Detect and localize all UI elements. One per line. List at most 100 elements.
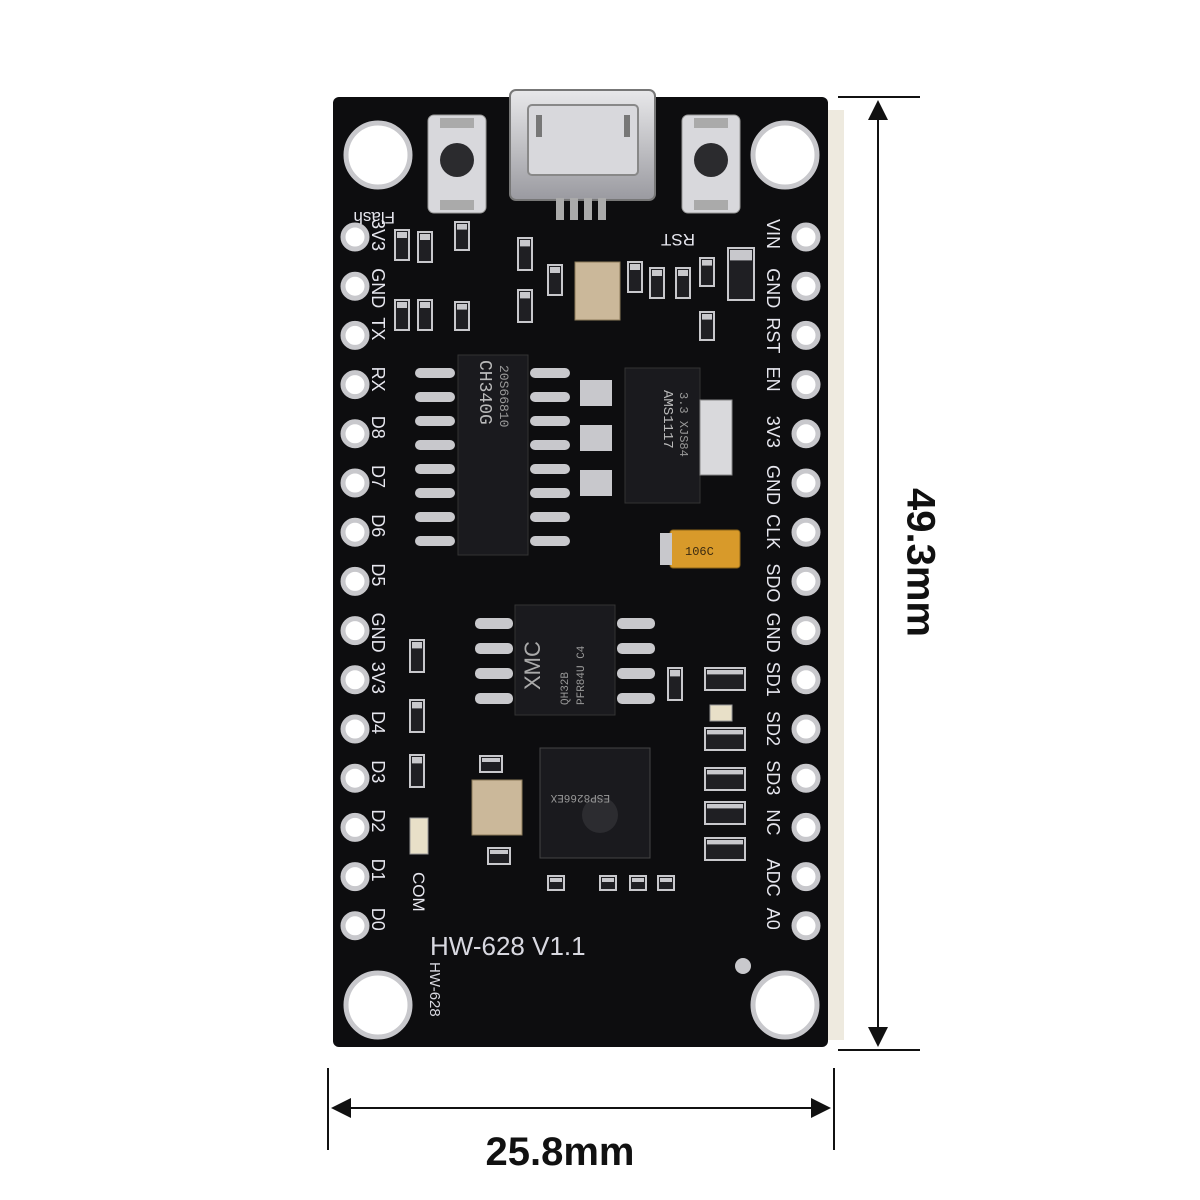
chip-leg [415, 368, 455, 378]
flash-memory-chip: XMC QH32B PFR84U C4 [475, 604, 655, 716]
mounting-hole-top-left [343, 120, 413, 190]
left-pin-pad [340, 419, 370, 449]
left-pin-label: D3 [368, 760, 388, 783]
right-pin-pad [791, 862, 821, 892]
smd-part [547, 875, 565, 891]
chip-leg [415, 536, 455, 546]
smd-part [699, 257, 715, 287]
chip-leg [530, 392, 570, 402]
smd-part [409, 639, 425, 673]
smd-part [704, 837, 746, 861]
left-pin-label: GND [368, 613, 388, 653]
smd-components [394, 221, 755, 891]
left-pin-label: D4 [368, 711, 388, 734]
left-pin-label: GND [368, 268, 388, 308]
left-pin-pad [340, 468, 370, 498]
right-pin-label: SD1 [763, 662, 783, 697]
chip-leg [415, 440, 455, 450]
smd-part [675, 267, 691, 299]
right-pin-pad [791, 911, 821, 941]
micro-usb-connector [509, 89, 656, 220]
model-label-vertical: HW-628 [426, 962, 443, 1017]
regulator-text: AMS1117 [659, 390, 675, 449]
smd-part [699, 311, 715, 341]
chip-leg [475, 693, 513, 704]
right-pin-pad [791, 320, 821, 350]
smd-part [629, 875, 647, 891]
smd-part [657, 875, 675, 891]
chip-leg [415, 416, 455, 426]
ams1117-regulator: AMS1117 3.3 XJS84 [580, 367, 733, 504]
right-pin-label: GND [763, 465, 783, 505]
onboard-led [409, 817, 429, 855]
smd-part [547, 264, 563, 296]
smd-part [517, 289, 533, 323]
left-pin-pad [340, 370, 370, 400]
right-pin-pad [791, 468, 821, 498]
smd-part [704, 667, 746, 691]
right-pin-pad [791, 665, 821, 695]
chip-leg [475, 643, 513, 654]
right-pin-label: VIN [763, 219, 783, 249]
width-dimension-line [327, 1068, 835, 1150]
right-pin-pad [791, 812, 821, 842]
left-pin-label: 3V3 [368, 219, 388, 251]
tantalum-capacitor: 106C [660, 529, 741, 569]
right-pin-pad [791, 271, 821, 301]
left-pin-pad [340, 320, 370, 350]
left-pin-label: D7 [368, 465, 388, 488]
flash-button-label: Flash [353, 208, 395, 227]
smd-part [394, 299, 410, 331]
capacitor-text: 106C [685, 545, 714, 559]
flash-chip-code: PFR84U C4 [576, 645, 588, 705]
smd-part [704, 727, 746, 751]
smd-part [394, 229, 410, 261]
left-pin-pads [340, 222, 370, 941]
chip-leg [617, 668, 655, 679]
fiducial-dot [735, 958, 751, 974]
ch340g-text: CH340G [474, 360, 494, 425]
smd-part [667, 667, 683, 701]
regulator-code-text: 3.3 XJS84 [676, 392, 690, 457]
smd-part [627, 261, 643, 293]
chip-leg [530, 512, 570, 522]
left-pin-pad [340, 616, 370, 646]
crystal-bottom [471, 779, 523, 836]
right-pin-labels: VINGNDRSTEN3V3GNDCLKSDOGNDSD1SD2SD3NCADC… [763, 219, 783, 930]
ch340g-code-text: 20S66810 [496, 365, 511, 427]
smd-part [479, 755, 503, 773]
flash-chip-model: QH32B [560, 672, 572, 705]
smd-part [517, 237, 533, 271]
model-label: HW-628 V1.1 [430, 931, 586, 961]
chip-leg [530, 440, 570, 450]
chip-leg [415, 488, 455, 498]
mounting-hole-bottom-right [750, 970, 820, 1040]
smd-part [649, 267, 665, 299]
right-pin-pad [791, 419, 821, 449]
right-pin-label: RST [763, 317, 783, 353]
flash-chip-brand: XMC [520, 641, 545, 690]
smd-part [409, 699, 425, 733]
right-header-strip [824, 110, 844, 1040]
smd-part [454, 301, 470, 331]
reset-button-label: RST [661, 230, 695, 249]
left-pin-label: RX [368, 367, 388, 392]
left-pin-pad [340, 517, 370, 547]
smd-part [417, 231, 433, 263]
left-pin-label: TX [368, 317, 388, 340]
right-pin-pad [791, 517, 821, 547]
reset-button [681, 114, 741, 214]
right-pin-label: ADC [763, 859, 783, 897]
right-pin-label: 3V3 [763, 416, 783, 448]
smd-part [727, 247, 755, 301]
chip-leg [530, 416, 570, 426]
right-pin-pad [791, 566, 821, 596]
right-pin-label: GND [763, 613, 783, 653]
left-pin-label: D6 [368, 514, 388, 537]
flash-button [427, 114, 487, 214]
left-pin-pad [340, 714, 370, 744]
right-pin-pad [791, 714, 821, 744]
height-dimension-label: 49.3mm [898, 488, 943, 637]
